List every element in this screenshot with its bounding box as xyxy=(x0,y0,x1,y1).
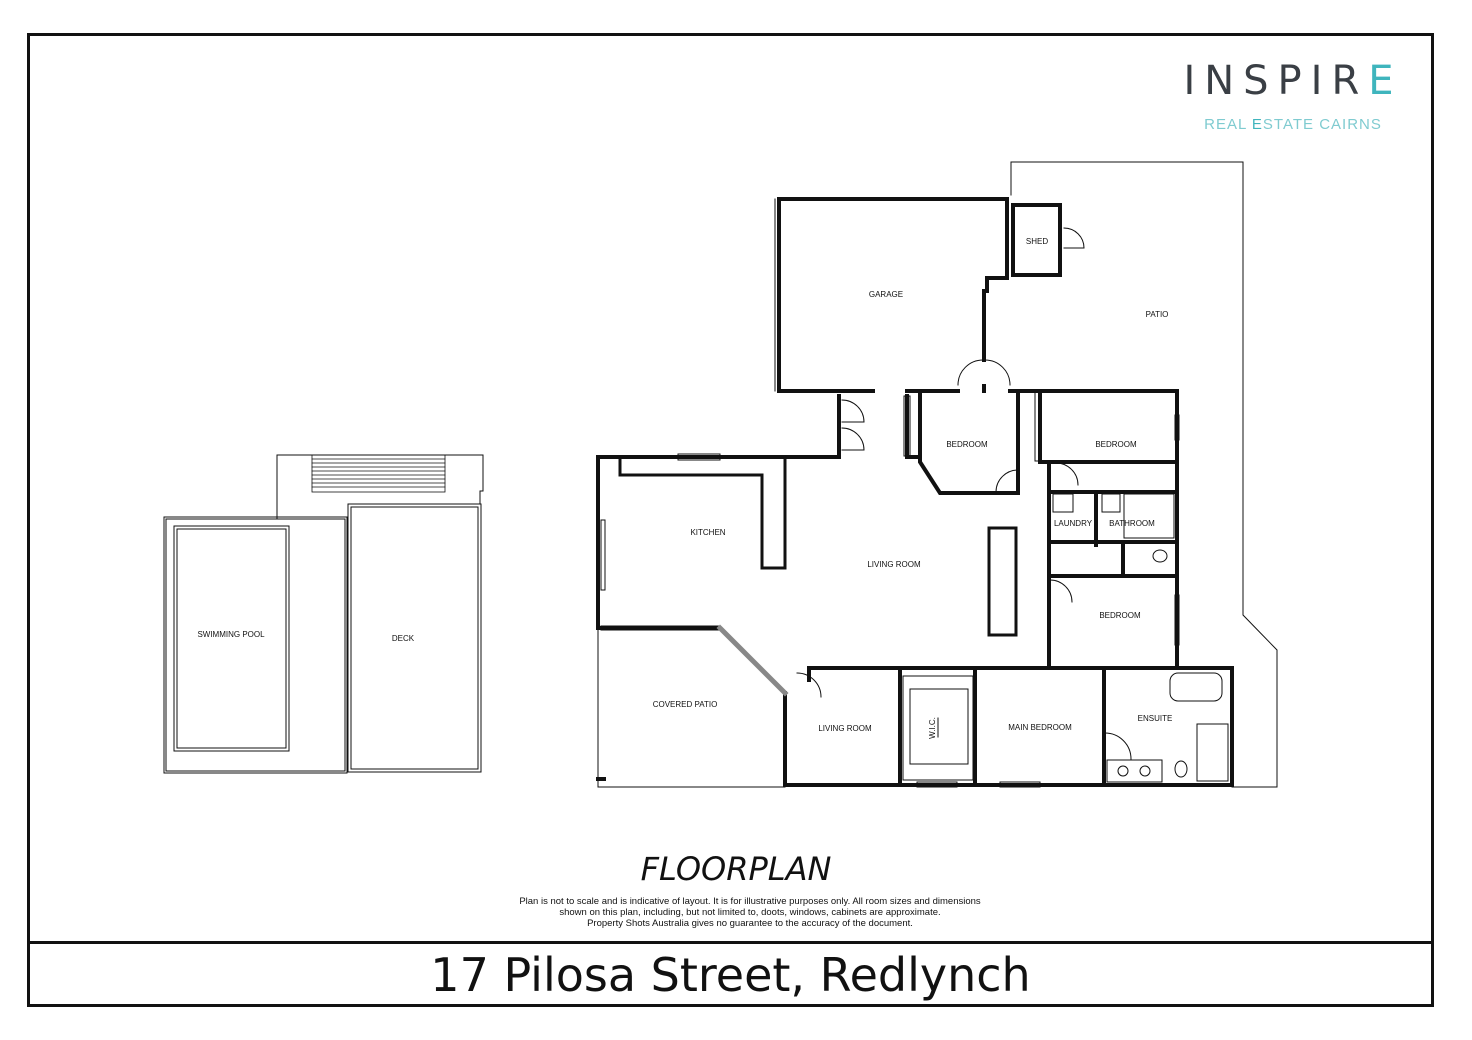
label-laundry: LAUNDRY xyxy=(1054,519,1093,528)
label-covered-patio: COVERED PATIO xyxy=(653,700,718,709)
shed-walls xyxy=(1011,203,1062,277)
patio-boundary xyxy=(1010,161,1278,788)
windows xyxy=(600,390,1180,788)
disclaimer-text: Plan is not to scale and is indicative o… xyxy=(460,896,1040,929)
door-swings xyxy=(796,227,1132,760)
label-shed: SHED xyxy=(1026,237,1048,246)
label-wic: W.I.C. xyxy=(928,717,937,739)
label-bedroom-2: BEDROOM xyxy=(1095,440,1137,449)
disclaimer-line-1: Plan is not to scale and is indicative o… xyxy=(519,896,981,907)
logo-tagline: REAL ESTATE CAIRNS xyxy=(1204,116,1382,133)
label-deck: DECK xyxy=(392,634,415,643)
garage-walls xyxy=(777,197,1009,393)
main-house-walls xyxy=(596,394,1049,781)
label-swimming-pool: SWIMMING POOL xyxy=(197,630,265,639)
disclaimer-line-3: Property Shots Australia gives no guaran… xyxy=(587,918,913,929)
footer-divider xyxy=(27,941,1434,944)
logo-wordmark: INSPIRE xyxy=(1183,58,1403,104)
stairs xyxy=(311,454,446,493)
room-labels: GARAGE SHED PATIO BEDROOM BEDROOM LAUNDR… xyxy=(197,237,1172,739)
disclaimer-line-2: shown on this plan, including, but not l… xyxy=(559,907,941,918)
page-frame xyxy=(27,33,1434,1007)
inspire-logo: INSPIRE REAL ESTATE CAIRNS xyxy=(1176,58,1410,138)
label-bedroom-3: BEDROOM xyxy=(1099,611,1141,620)
label-main-bedroom: MAIN BEDROOM xyxy=(1008,723,1072,732)
bedroom-wing-walls xyxy=(918,389,1234,670)
bathroom-fixtures xyxy=(1052,493,1175,563)
label-kitchen: KITCHEN xyxy=(690,528,725,537)
living-room-divider xyxy=(987,526,1018,637)
label-bedroom-1: BEDROOM xyxy=(946,440,988,449)
label-bathroom: BATHROOM xyxy=(1109,519,1155,528)
covered-patio-edge xyxy=(597,627,786,788)
label-patio: PATIO xyxy=(1146,310,1169,319)
property-address: 17 Pilosa Street, Redlynch xyxy=(430,948,1031,1002)
ensuite-fixtures xyxy=(1106,672,1229,783)
label-garage: GARAGE xyxy=(869,290,903,299)
label-living-room-main: LIVING ROOM xyxy=(867,560,921,569)
label-living-room-2: LIVING ROOM xyxy=(818,724,872,733)
kitchen-counter xyxy=(618,455,787,570)
label-ensuite: ENSUITE xyxy=(1138,714,1173,723)
pool-deck-area xyxy=(163,454,484,774)
lower-rooms-walls xyxy=(783,666,1234,787)
floorplan-title: FLOORPLAN xyxy=(640,850,832,888)
wic-shelving xyxy=(902,675,974,781)
